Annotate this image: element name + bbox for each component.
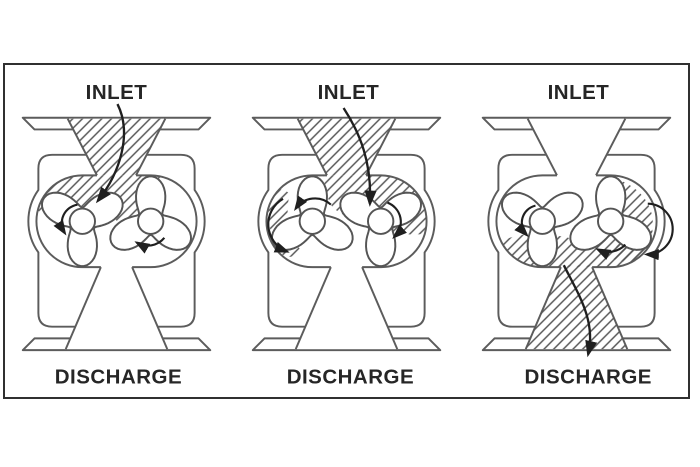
discharge-funnel-right-edge <box>361 266 399 350</box>
fluid-hatch-inlet <box>297 118 396 176</box>
right-shaft <box>137 207 165 235</box>
right-rotor-rotation-arrow <box>387 201 407 239</box>
discharge-label: DISCHARGE <box>55 365 182 388</box>
discharge-funnel-left-edge <box>64 266 102 350</box>
discharge-funnel-right-edge <box>131 266 169 350</box>
pump-diagram-3: INLET DISCHARGE <box>481 81 674 388</box>
right-rotor-flow-arrow <box>643 202 674 261</box>
fluid-hatch-inlet <box>67 118 166 176</box>
inlet-funnel-right-edge <box>595 118 627 176</box>
pump-diagram-2: INLET DISCHARGE <box>251 81 442 388</box>
panel-stage-3: INLET DISCHARGE <box>465 65 688 397</box>
inlet-funnel-left-edge <box>526 118 558 176</box>
left-shaft <box>298 207 326 235</box>
right-rotor-rotation-arrow <box>134 237 166 254</box>
inlet-label: INLET <box>86 81 148 104</box>
fluid-hatch-discharge <box>525 265 628 350</box>
inlet-flow-arrow <box>342 107 377 207</box>
discharge-funnel <box>65 267 168 350</box>
discharge-label: DISCHARGE <box>525 365 652 388</box>
right-shaft <box>367 207 395 235</box>
panel-stage-2: INLET DISCHARGE <box>235 65 458 397</box>
pump-diagram-1: INLET DISCHARGE <box>21 81 212 388</box>
left-shaft <box>68 207 96 235</box>
left-rotor-rotation-arrow <box>53 203 78 236</box>
discharge-funnel-left-edge <box>294 266 332 350</box>
discharge-label: DISCHARGE <box>287 365 414 388</box>
inlet-label: INLET <box>318 81 380 104</box>
left-shaft <box>528 207 556 235</box>
inlet-flow-arrow <box>95 103 126 204</box>
left-rotor-rotation-arrow <box>514 204 536 238</box>
discharge-funnel <box>295 267 398 350</box>
inlet-funnel <box>527 118 626 176</box>
left-rotor-rotation-arrow <box>294 195 332 212</box>
diagram-border: INLET DISCHARGE <box>3 63 690 399</box>
right-rotor-rotation-arrow <box>595 243 627 260</box>
panel-stage-1: INLET DISCHARGE <box>5 65 228 397</box>
left-rotor-flow-arrow <box>267 197 290 253</box>
inlet-label: INLET <box>548 81 610 104</box>
discharge-flow-arrow <box>562 264 598 358</box>
right-shaft <box>597 207 625 235</box>
